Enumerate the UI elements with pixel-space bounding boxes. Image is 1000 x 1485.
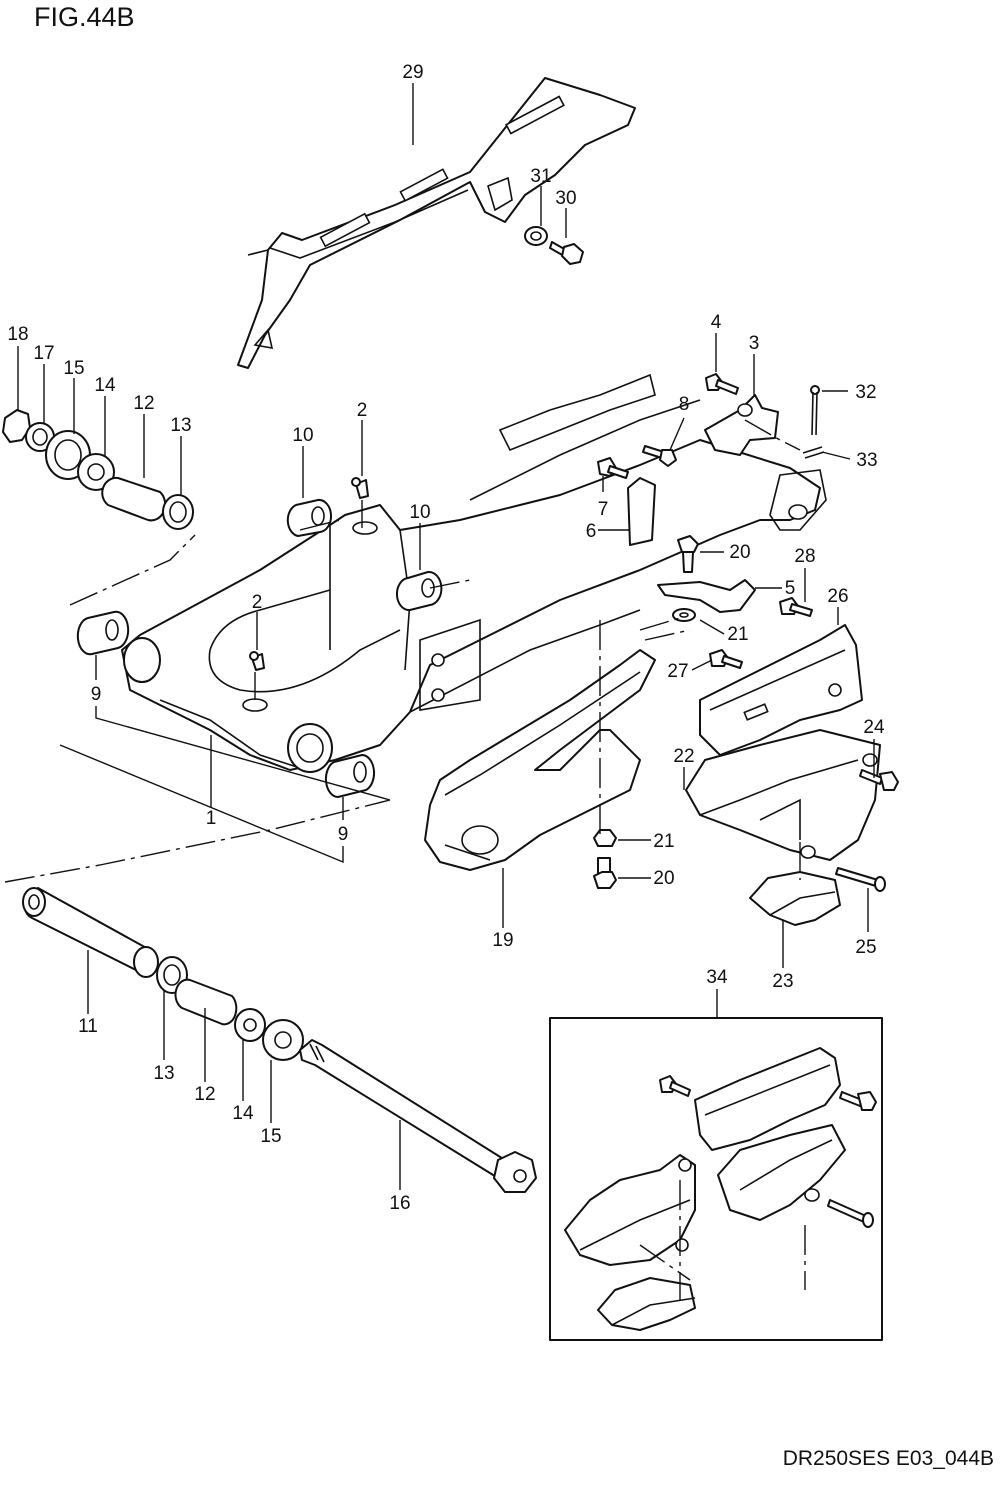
- callout-14-lower: 14: [232, 1103, 254, 1124]
- callout-14-upper: 14: [94, 375, 116, 396]
- adjuster-plate-part: [627, 477, 656, 546]
- plate-bolt-part: [597, 457, 629, 479]
- callout-27: 27: [667, 661, 688, 682]
- callout-2-lower: 2: [252, 592, 263, 613]
- lower-bearing-stack: [133, 946, 304, 1061]
- chain-case-bolt-part: [549, 241, 584, 265]
- callout-31: 31: [530, 166, 551, 187]
- callout-6: 6: [586, 521, 597, 542]
- callout-13-upper: 13: [170, 415, 191, 436]
- pivot-shaft-part: [299, 1039, 537, 1193]
- callout-28: 28: [794, 546, 815, 567]
- grease-nipple-upper: [351, 477, 369, 499]
- chain-case-collar-part: [524, 226, 548, 246]
- left-bushing-part: [76, 610, 130, 656]
- callout-16: 16: [389, 1193, 410, 1214]
- stay-side-bolt-part: [779, 597, 813, 617]
- stay-part: [657, 579, 756, 613]
- chain-guard-part: [749, 871, 841, 926]
- drawing-code: DR250SES E03_044B: [782, 1447, 994, 1470]
- callout-3: 3: [749, 333, 760, 354]
- clip-part: [802, 446, 825, 459]
- callout-4: 4: [711, 312, 722, 333]
- callout-15-upper: 15: [63, 358, 84, 379]
- chain-adjuster-bracket-part: [704, 394, 779, 456]
- callout-22: 22: [673, 746, 694, 767]
- guide-plate-bolt-part: [709, 649, 743, 669]
- center-lines: [4, 419, 806, 1300]
- callout-33: 33: [856, 450, 877, 471]
- cotter-pin-part: [810, 385, 820, 436]
- callout-24: 24: [863, 717, 885, 738]
- callout-10-upper: 10: [292, 425, 313, 446]
- right-bushing-part: [324, 753, 376, 799]
- callout-7: 7: [598, 499, 609, 520]
- callout-21-upper: 21: [727, 624, 748, 645]
- chain-guide-screw-part: [835, 867, 886, 892]
- left-bearing-stack: [2, 409, 194, 530]
- callout-29: 29: [402, 62, 423, 83]
- chain-guide-plate-part: [699, 624, 863, 756]
- leader-lines: [17, 83, 875, 1190]
- callout-23: 23: [772, 971, 793, 992]
- figure-title: FIG.44B: [34, 2, 135, 32]
- callout-12-upper: 12: [133, 393, 154, 414]
- callout-20-upper: 20: [729, 542, 750, 563]
- lower-bolt-part: [593, 857, 617, 889]
- callout-18: 18: [7, 324, 28, 345]
- callout-34: 34: [706, 967, 728, 988]
- chain-buffer-part: [424, 649, 656, 871]
- callout-32: 32: [855, 382, 876, 403]
- callout-17: 17: [33, 343, 54, 364]
- callout-5: 5: [785, 578, 796, 599]
- callout-13-lower: 13: [153, 1063, 174, 1084]
- callout-9-left: 9: [91, 684, 102, 705]
- callout-9-right: 9: [338, 824, 349, 845]
- stay-bolt-part: [677, 535, 699, 573]
- callout-19: 19: [492, 930, 513, 951]
- callout-12-lower: 12: [194, 1084, 215, 1105]
- chain-guide-set-box: [549, 1017, 883, 1341]
- callout-10-lower: 10: [409, 502, 430, 523]
- callout-25: 25: [855, 937, 876, 958]
- callout-2-upper: 2: [357, 400, 368, 421]
- upper-washer-part: [672, 608, 696, 622]
- upper-bushing-part: [286, 498, 332, 537]
- pivot-tube-part: [22, 887, 151, 973]
- callout-21-lower: 21: [653, 831, 674, 852]
- callout-26: 26: [827, 586, 848, 607]
- callout-11: 11: [78, 1016, 98, 1037]
- lower-bushing-part: [396, 570, 443, 612]
- chain-guide-bolt-part: [859, 769, 899, 791]
- callout-15-lower: 15: [260, 1126, 281, 1147]
- chain-case-slot: [505, 95, 565, 135]
- bracket-bolt-part: [705, 373, 739, 395]
- chain-case-part: [237, 77, 636, 369]
- callout-labels: 29 31 30 18 17 15 14 12 13 10 2 10 2 9 1…: [7, 62, 885, 1214]
- grease-nipple-lower: [249, 651, 265, 671]
- callout-20-lower: 20: [653, 868, 674, 889]
- callout-30: 30: [555, 188, 576, 209]
- callout-1: 1: [206, 808, 217, 829]
- callout-8: 8: [679, 394, 690, 415]
- lower-washer-part: [593, 829, 617, 847]
